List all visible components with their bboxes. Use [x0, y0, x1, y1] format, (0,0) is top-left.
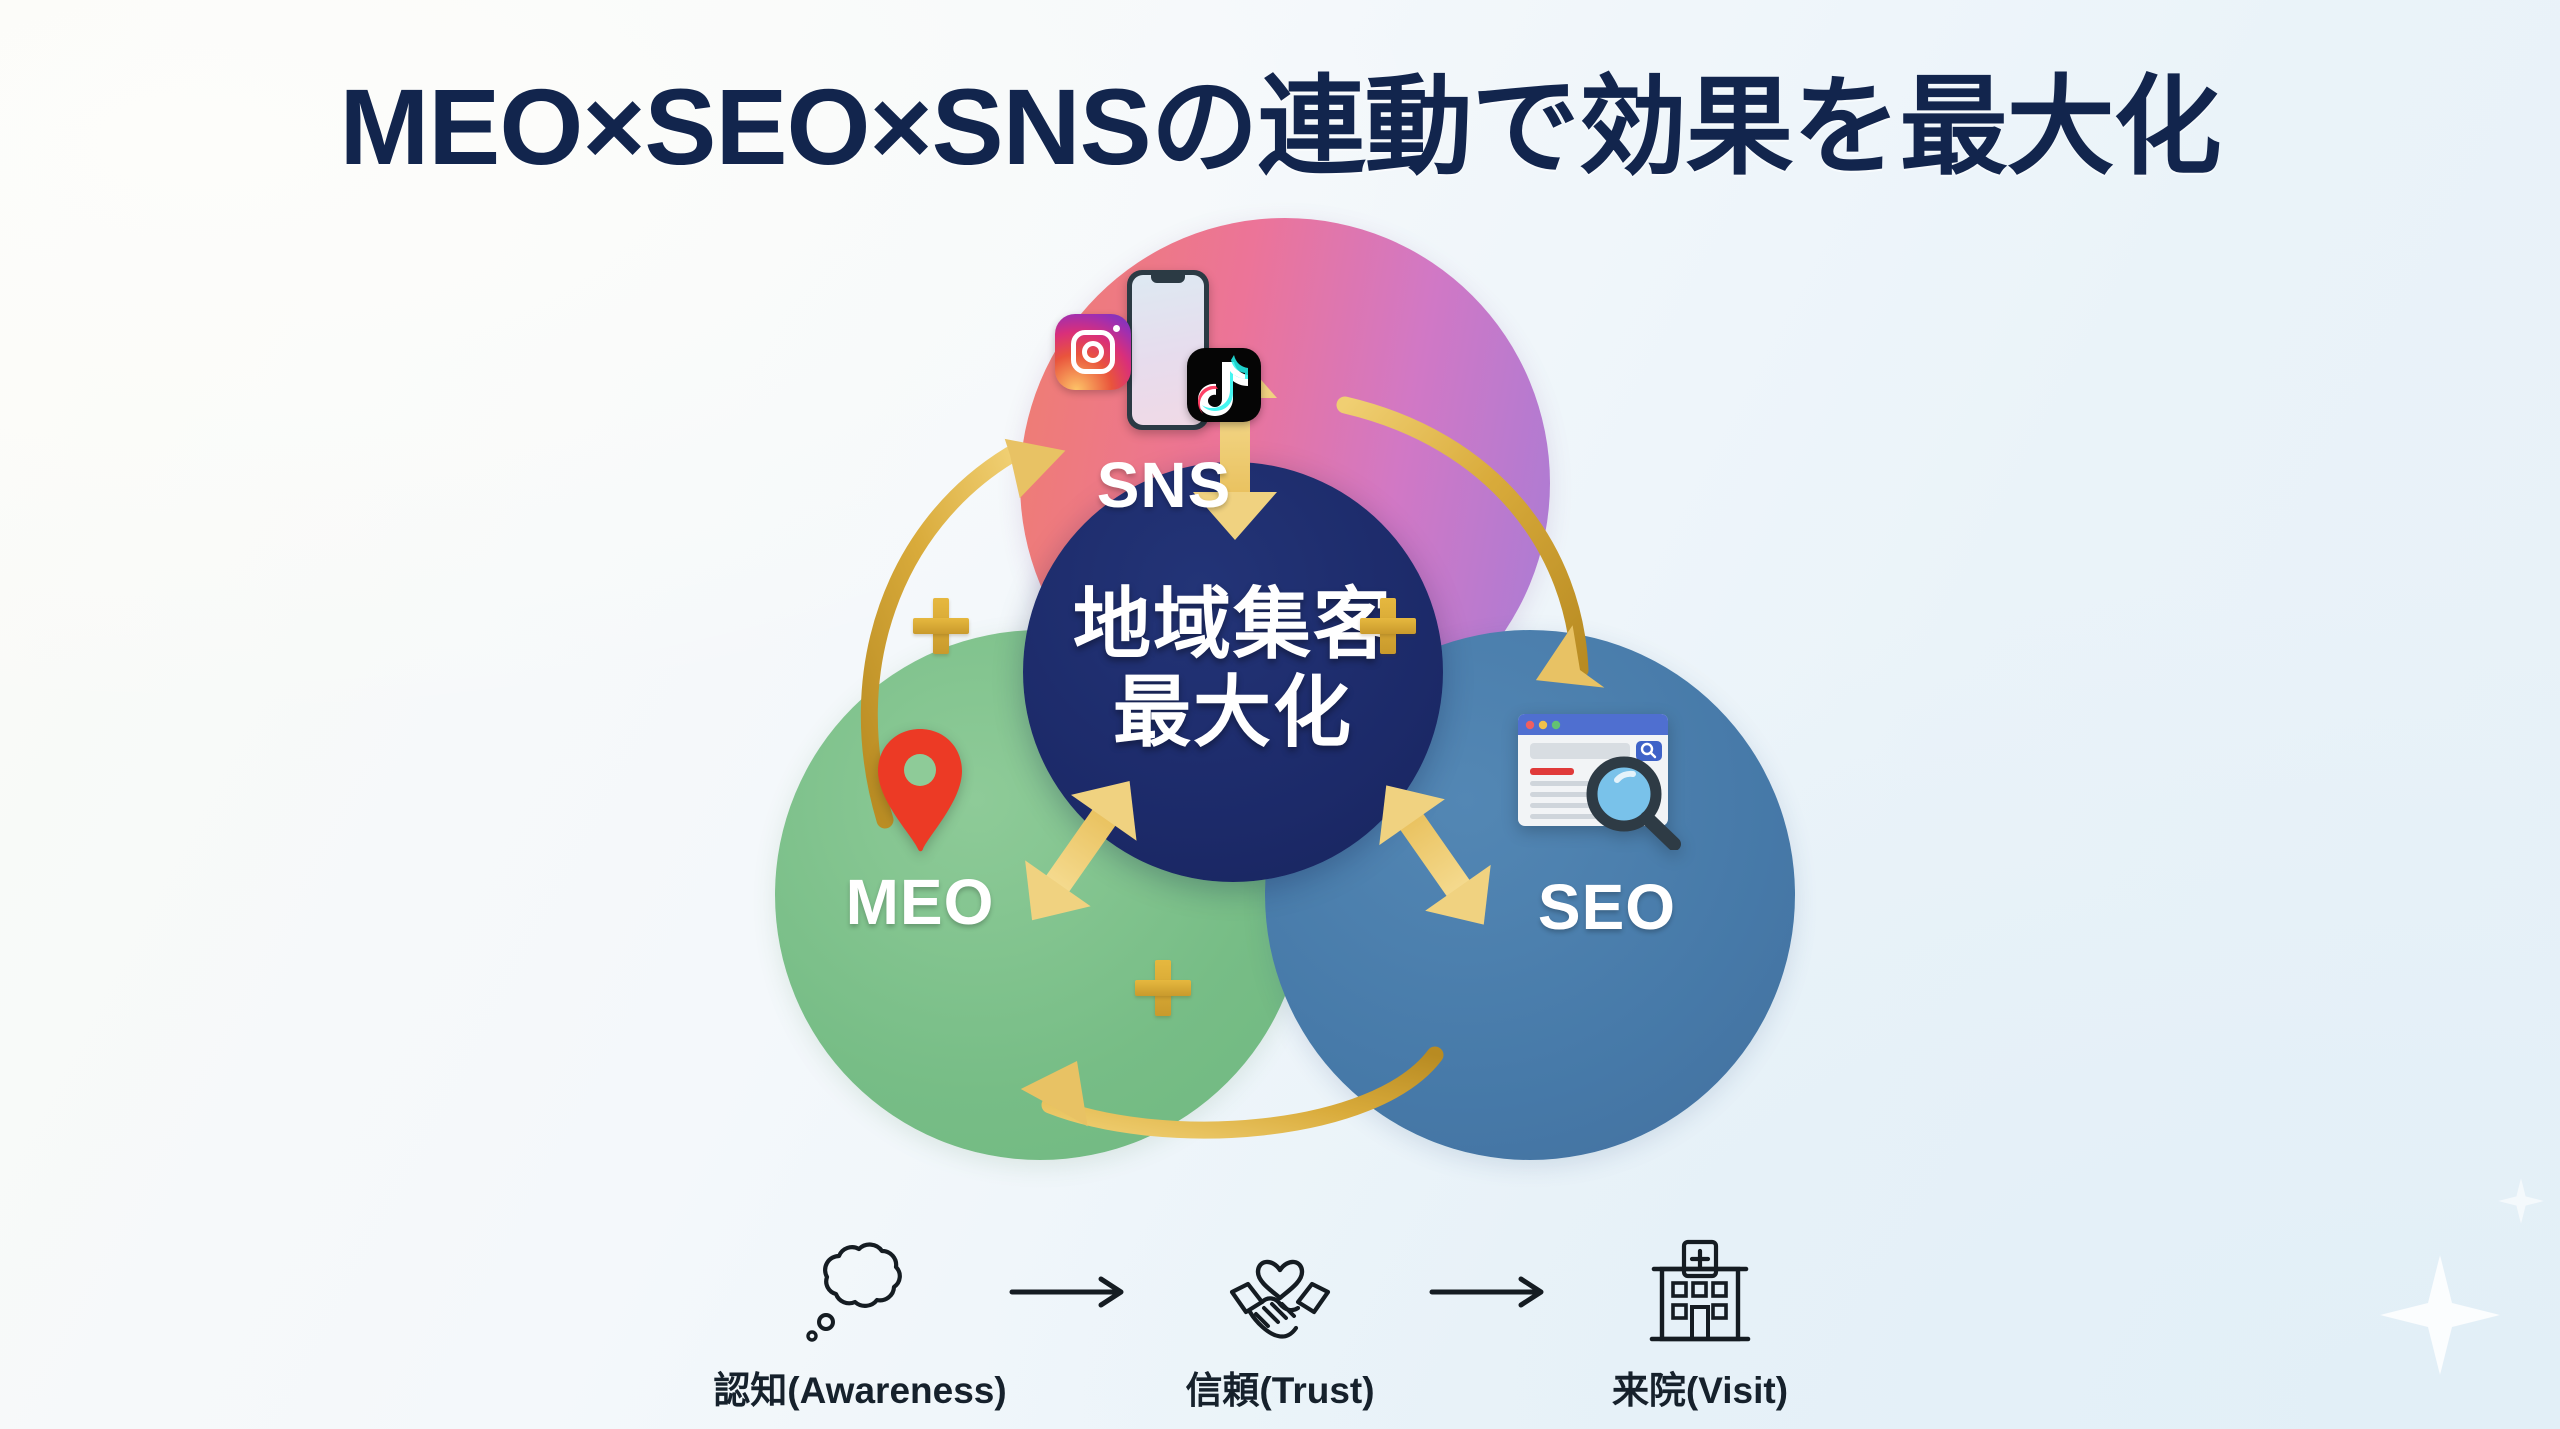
instagram-icon [1055, 314, 1131, 390]
flow-step-awareness[interactable]: 認知(Awareness) [713, 1238, 1007, 1414]
seo-search-icon-group [1518, 714, 1681, 850]
sparkle-decoration-small-icon [2498, 1178, 2544, 1224]
flow-label-visit: 来院(Visit) [1611, 1370, 1789, 1411]
handshake-icon [1216, 1238, 1344, 1346]
page-title: MEO×SEO×SNSの連動で効果を最大化 [339, 66, 2221, 187]
center-label-line2: 最大化 [1112, 668, 1354, 757]
flow-label-trust: 信頼(Trust) [1185, 1370, 1375, 1411]
sns-icon-group [1049, 270, 1279, 450]
flow-arrow-1 [995, 1238, 1145, 1346]
thought-bubble-icon [801, 1238, 919, 1346]
magnifier-icon [1586, 756, 1681, 850]
venn-label-seo: SEO [1537, 871, 1677, 943]
flow-arrow-2 [1415, 1238, 1565, 1346]
flow-label-awareness: 認知(Awareness) [713, 1370, 1007, 1411]
tiktok-icon [1187, 348, 1261, 422]
flow-step-trust[interactable]: 信頼(Trust) [1145, 1238, 1415, 1414]
center-label-line1: 地域集客 [1072, 580, 1394, 668]
venn-center-label: 地域集客 最大化 [1073, 580, 1393, 756]
plus-sign-icon-left [913, 598, 969, 654]
plus-sign-icon-bottom [1135, 960, 1191, 1016]
customer-journey-flow: 認知(Awareness) 信頼(Trust) [0, 1238, 2560, 1414]
hospital-building-icon [1640, 1238, 1760, 1346]
venn-label-meo: MEO [845, 866, 995, 938]
plus-sign-icon-right [1360, 598, 1416, 654]
map-pin-icon [878, 729, 962, 852]
venn-label-sns: SNS [1096, 449, 1232, 521]
venn-diagram: SNS MEO SEO 地域集客 最大化 [735, 200, 1835, 1200]
flow-step-visit[interactable]: 来院(Visit) [1565, 1238, 1835, 1414]
